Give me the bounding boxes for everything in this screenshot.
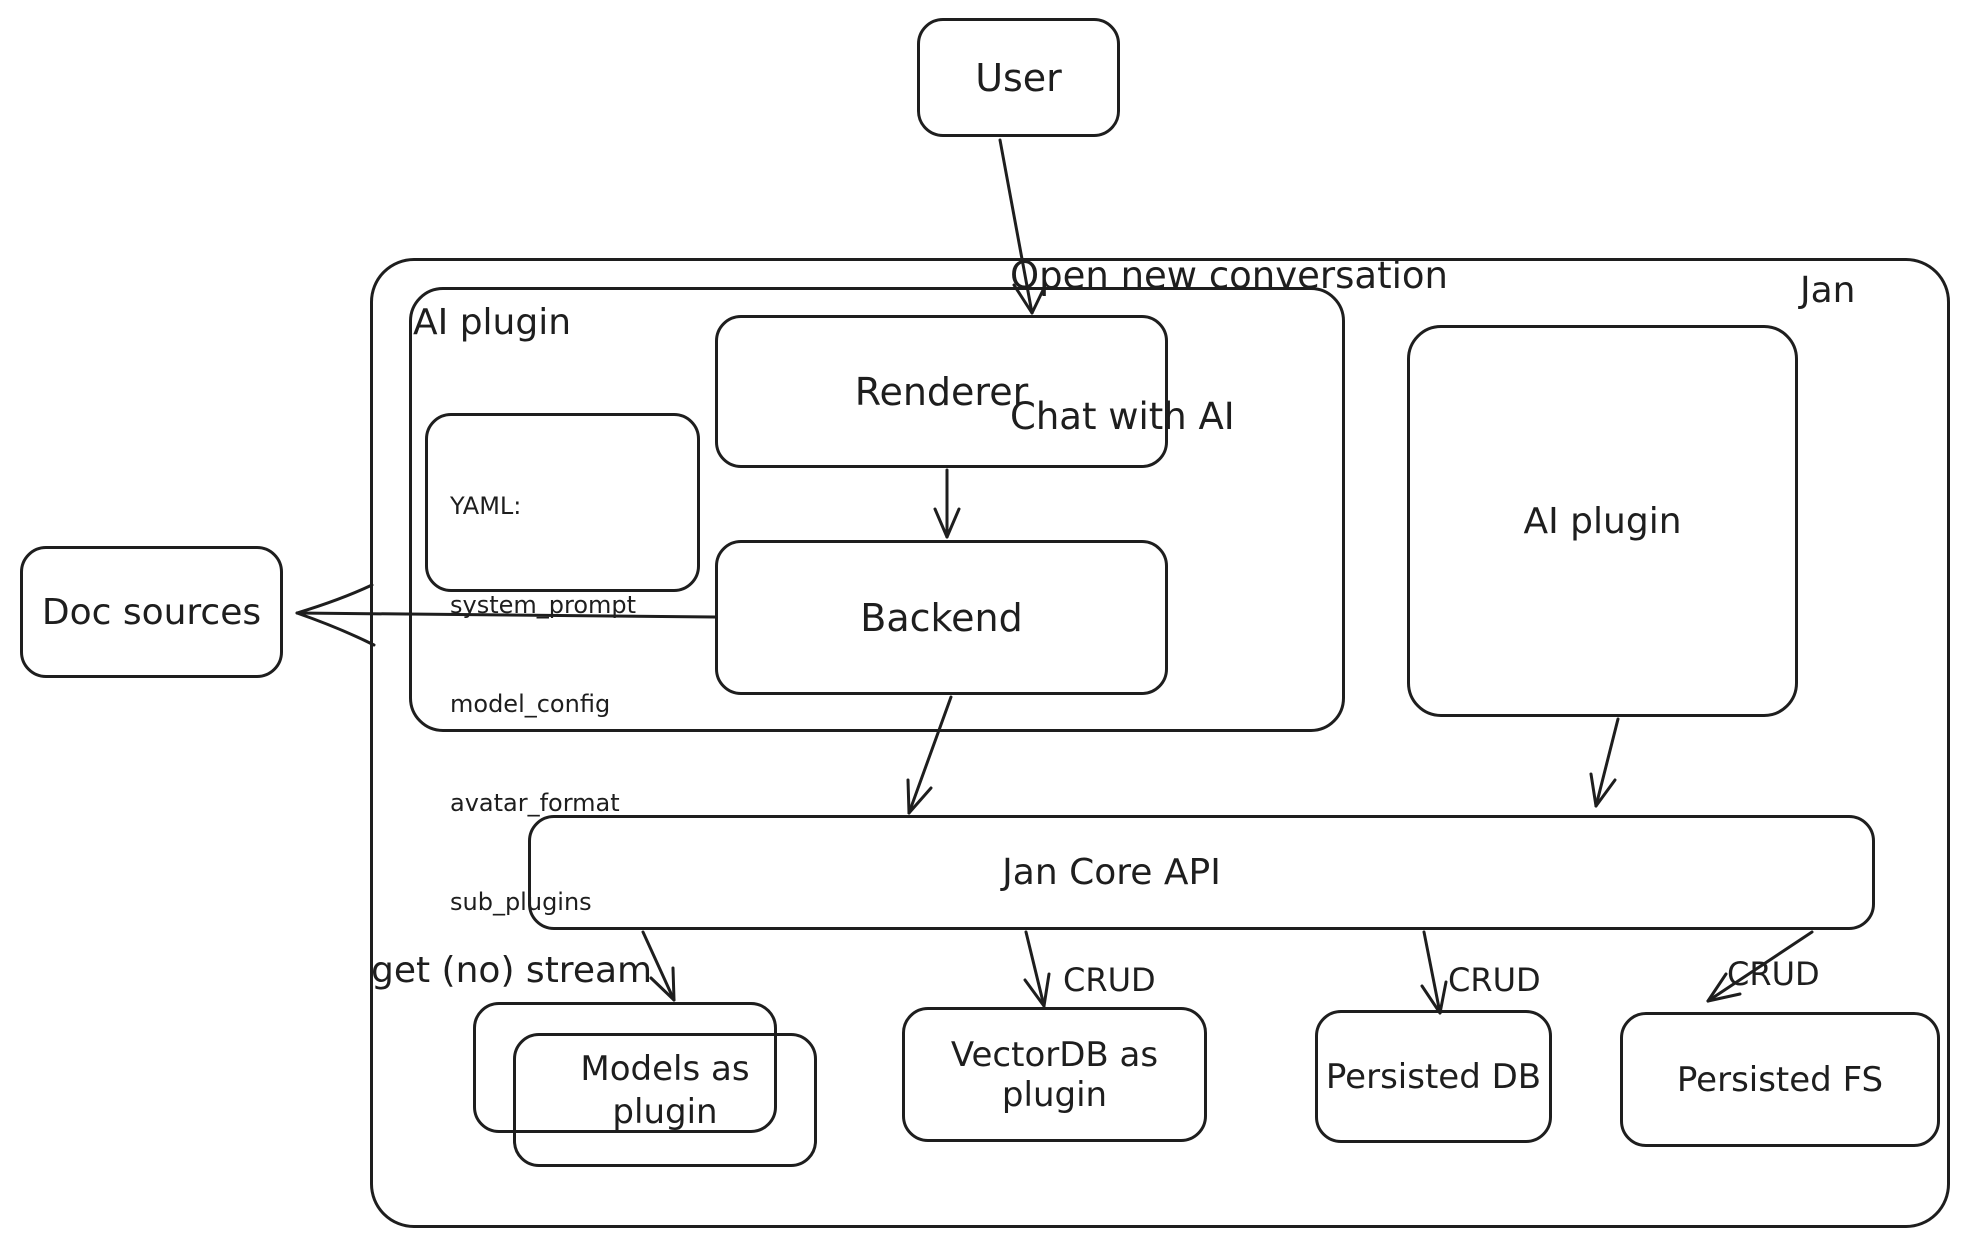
- yaml-note-text: YAML: system_prompt model_config avatar_…: [450, 424, 636, 985]
- arrowhead: [295, 583, 376, 647]
- persisted-fs-label: Persisted FS: [1676, 1059, 1884, 1100]
- backend-label: Backend: [860, 595, 1023, 640]
- ai-plugin-label: AI plugin: [1523, 500, 1682, 542]
- renderer-node: Renderer: [715, 315, 1168, 468]
- edge-label-get-no-stream: get (no) stream: [371, 950, 653, 991]
- edge-label-crud-persisted-fs: CRUD: [1727, 955, 1820, 993]
- persisted-fs-node: Persisted FS: [1620, 1012, 1940, 1147]
- ai-plugin-node: AI plugin: [1407, 325, 1798, 717]
- yaml-line: model_config: [450, 690, 611, 718]
- renderer-label: Renderer: [854, 369, 1029, 414]
- doc-sources-node: Doc sources: [20, 546, 283, 678]
- yaml-line: sub_plugins: [450, 888, 592, 916]
- jan-container-label: Jan: [1800, 270, 1856, 311]
- yaml-line: YAML:: [450, 492, 522, 520]
- ai-plugin-group: [409, 287, 1345, 732]
- backend-node: Backend: [715, 540, 1168, 695]
- persisted-db-node: Persisted DB: [1315, 1010, 1552, 1143]
- edge-label-crud-vectordb: CRUD: [1063, 961, 1156, 999]
- edge-label-open-conversation: Open new conversation Chat with AI: [1010, 158, 1448, 534]
- user-label: User: [975, 55, 1062, 100]
- models-plugin-front-box: [513, 1033, 817, 1167]
- doc-sources-label: Doc sources: [41, 591, 262, 633]
- models-plugin-back-box: [473, 1002, 777, 1133]
- jan-container: [370, 258, 1950, 1228]
- yaml-line: system_prompt: [450, 591, 637, 619]
- vectordb-node: VectorDB as plugin: [902, 1007, 1207, 1142]
- vectordb-label: VectorDB as plugin: [950, 1034, 1159, 1115]
- persisted-db-label: Persisted DB: [1325, 1056, 1542, 1097]
- user-node: User: [917, 18, 1120, 137]
- edge-label-line: Open new conversation: [1010, 254, 1448, 297]
- yaml-line: avatar_format: [450, 789, 620, 817]
- jan-core-api-node: Jan Core API: [528, 815, 1875, 930]
- models-plugin-label: Models as plugin: [580, 1049, 750, 1132]
- edge-label-line: Chat with AI: [1010, 395, 1235, 438]
- yaml-note: [425, 413, 700, 592]
- ai-plugin-group-label: AI plugin: [413, 302, 572, 343]
- jan-core-api-label: Jan Core API: [1002, 852, 1221, 893]
- edge-label-crud-persisted-db: CRUD: [1448, 961, 1541, 999]
